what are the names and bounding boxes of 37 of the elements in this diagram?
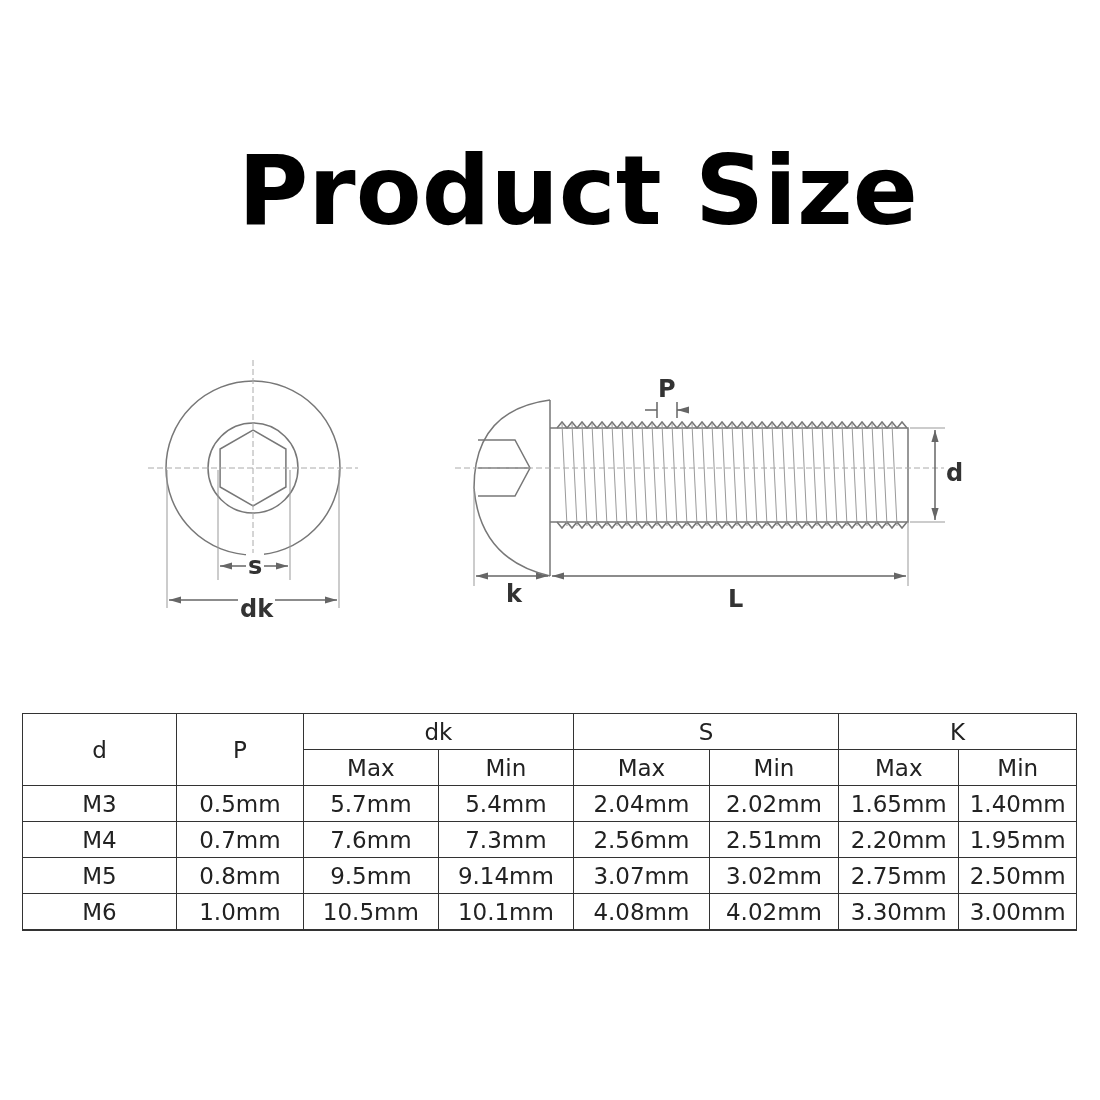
table-cell: 5.4mm [438,785,574,822]
table-header: K [838,713,1077,750]
table-header: Min [958,749,1077,786]
table-cell: 2.20mm [838,821,959,858]
table-cell: M4 [22,821,177,858]
table-cell: 5.7mm [303,785,439,822]
table-cell: M5 [22,857,177,894]
table-header: Min [709,749,839,786]
table-cell: 1.65mm [838,785,959,822]
table-header: dk [303,713,574,750]
title: Product Size [238,135,918,247]
table-header: d [22,713,177,786]
table-cell: 3.07mm [573,857,710,894]
table-header: Max [838,749,959,786]
table-cell: 7.3mm [438,821,574,858]
table-cell: 0.8mm [176,857,304,894]
table-cell: 1.40mm [958,785,1077,822]
table-header: Max [573,749,710,786]
table-cell: M3 [22,785,177,822]
table-cell: 9.14mm [438,857,574,894]
table-cell: 0.5mm [176,785,304,822]
table-cell: 2.04mm [573,785,710,822]
table-cell: 9.5mm [303,857,439,894]
table-header: Min [438,749,574,786]
table-cell: 2.02mm [709,785,839,822]
table-header: S [573,713,839,750]
table-cell: 2.75mm [838,857,959,894]
table-cell: 0.7mm [176,821,304,858]
table-cell: 3.02mm [709,857,839,894]
table-cell: 2.56mm [573,821,710,858]
table-cell: 2.50mm [958,857,1077,894]
table-cell: 1.95mm [958,821,1077,858]
table-header: Max [303,749,439,786]
table-header: P [176,713,304,786]
table-cell: 2.51mm [709,821,839,858]
table-cell: 7.6mm [303,821,439,858]
table-cell: M6 [22,893,177,930]
